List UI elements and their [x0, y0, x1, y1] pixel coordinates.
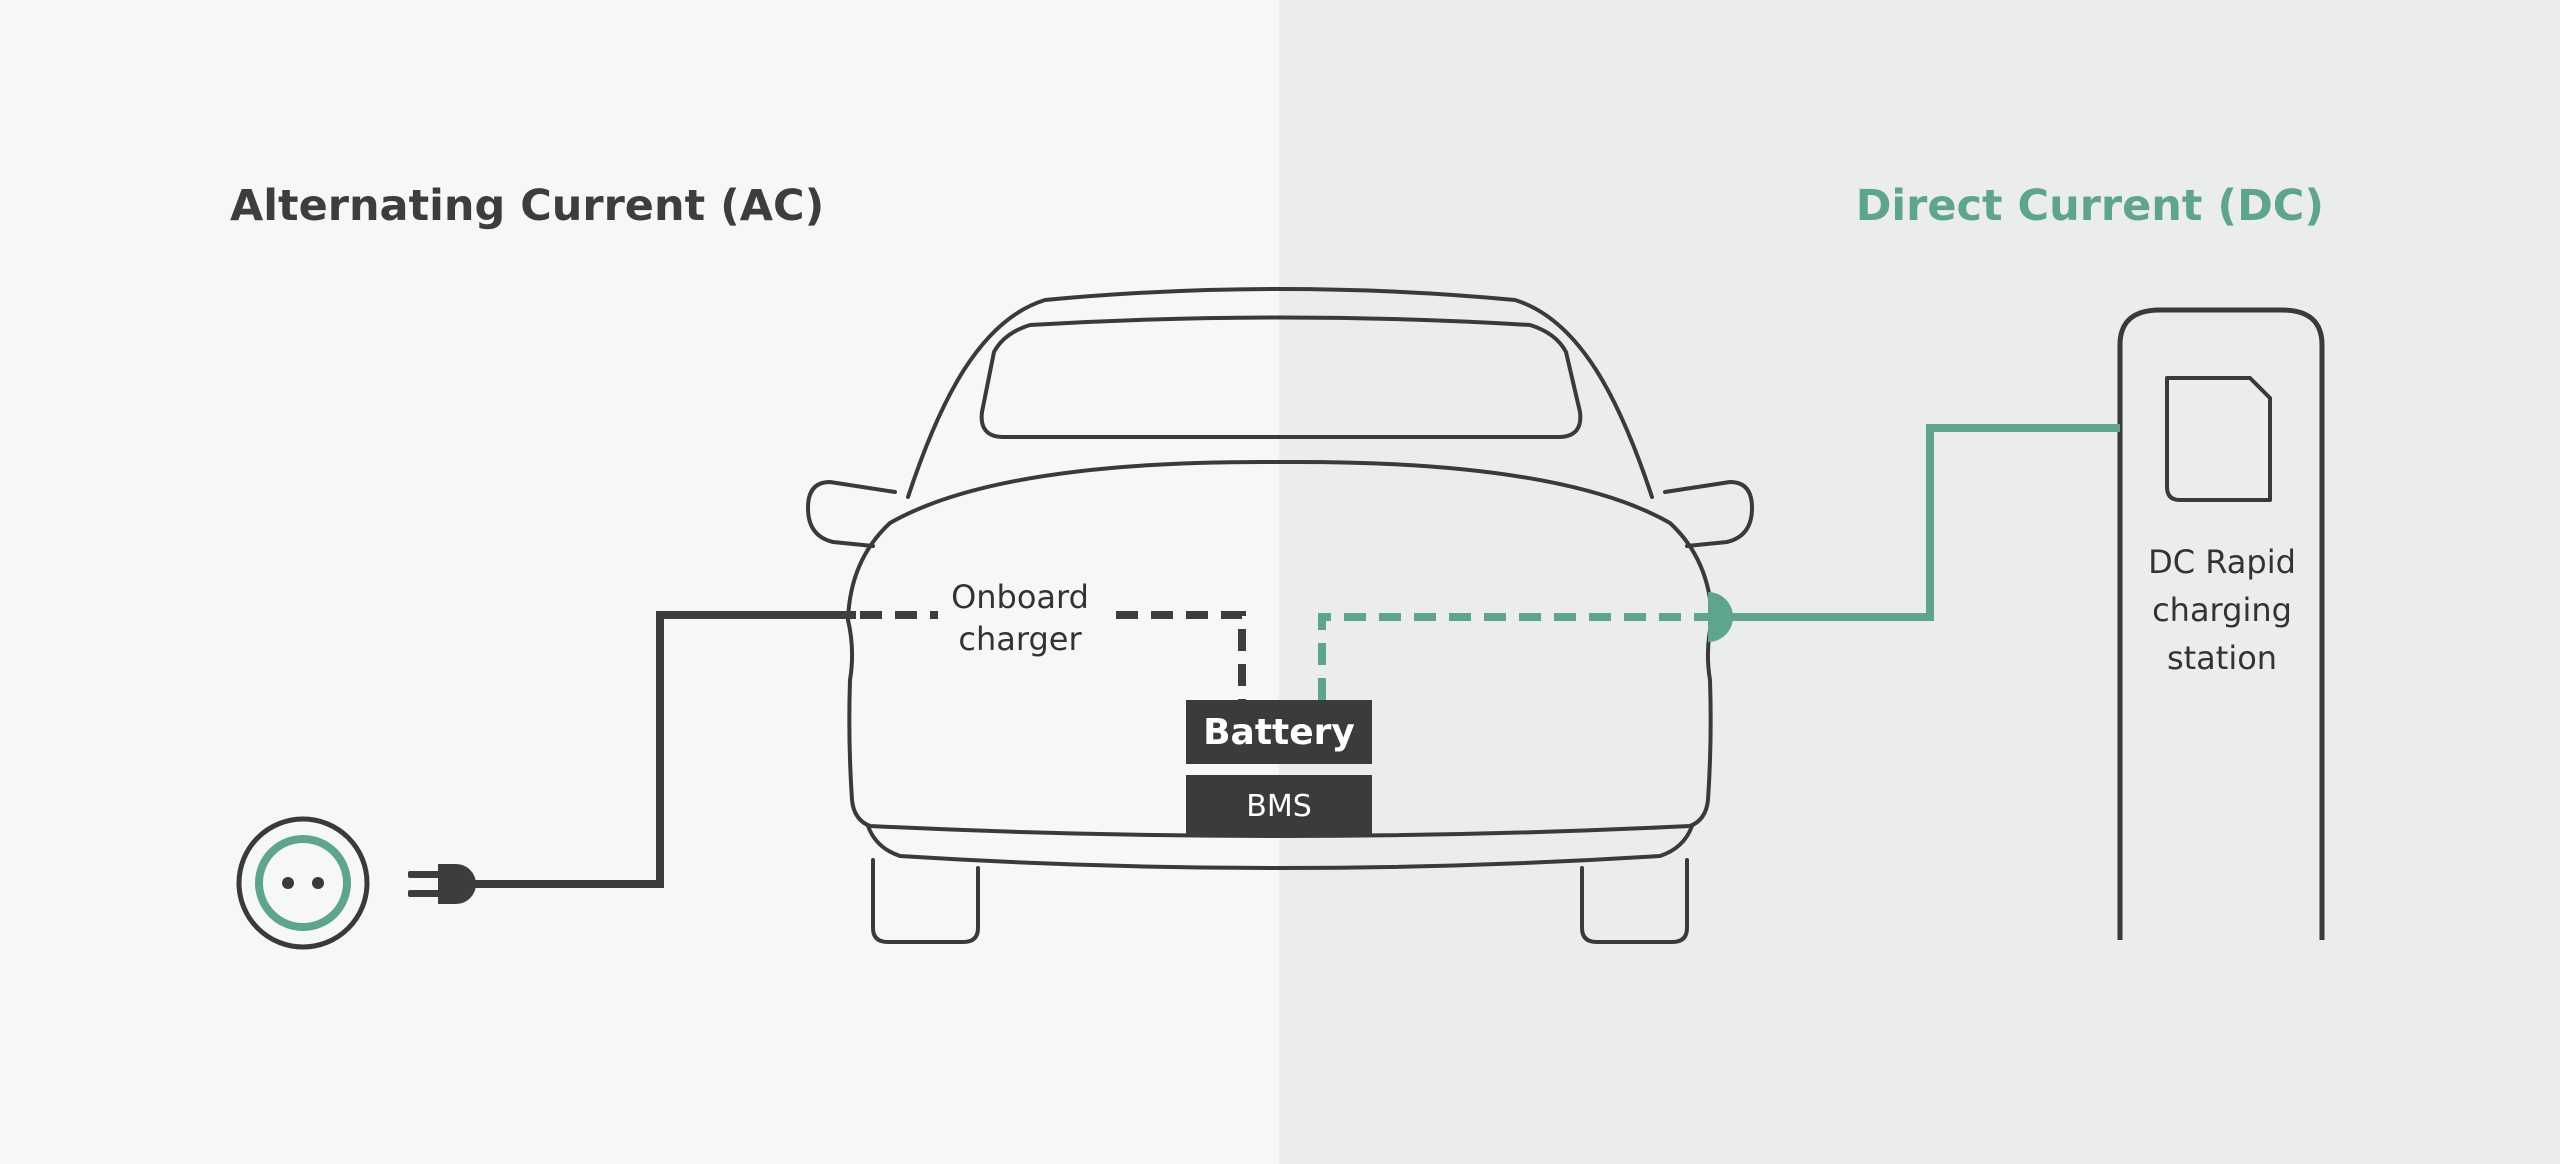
- ac-heading: Alternating Current (AC): [230, 181, 825, 231]
- dc-dashed-line: [1318, 613, 1725, 700]
- car-roof-line: [906, 287, 1654, 499]
- onboard-charger-line-1: Onboard: [951, 578, 1089, 616]
- station-label-line-2: charging: [2152, 591, 2292, 629]
- ac-panel-background: [0, 0, 1279, 1164]
- dc-cable: [1318, 424, 2120, 700]
- station-label-line-1: DC Rapid: [2148, 543, 2296, 581]
- station-label: DC Rapid charging station: [2110, 538, 2334, 682]
- onboard-charger-label: Onboard charger: [920, 576, 1120, 660]
- plug-icon: [408, 864, 476, 904]
- charging-station: [2117, 307, 2325, 940]
- station-label-line-3: station: [2166, 639, 2278, 677]
- car-mirror-right: [1663, 480, 1754, 548]
- dc-power-line: [1730, 424, 2120, 621]
- battery-box: Battery: [1186, 700, 1372, 764]
- wall-socket-icon: [236, 816, 370, 950]
- bms-box: BMS: [1186, 775, 1372, 837]
- car-wheel-left: [871, 858, 980, 944]
- ac-cable: [470, 611, 1246, 888]
- dc-heading: Direct Current (DC): [1855, 181, 2324, 231]
- car-bumper: [866, 824, 1694, 870]
- car-mirror-left: [806, 480, 897, 548]
- car-wheel-right: [1580, 858, 1689, 944]
- station-body: [2117, 307, 2325, 940]
- ac-dashed-line: [860, 611, 1246, 700]
- onboard-charger-line-2: charger: [958, 620, 1082, 658]
- car-hood-and-body: [846, 459, 1714, 838]
- dc-charging-port: [1708, 592, 1733, 642]
- dc-panel-background: [1279, 0, 2560, 1164]
- car-windshield: [979, 315, 1583, 439]
- ac-power-line: [470, 611, 856, 888]
- station-screen: [2165, 376, 2272, 502]
- car-outline: [806, 287, 1754, 944]
